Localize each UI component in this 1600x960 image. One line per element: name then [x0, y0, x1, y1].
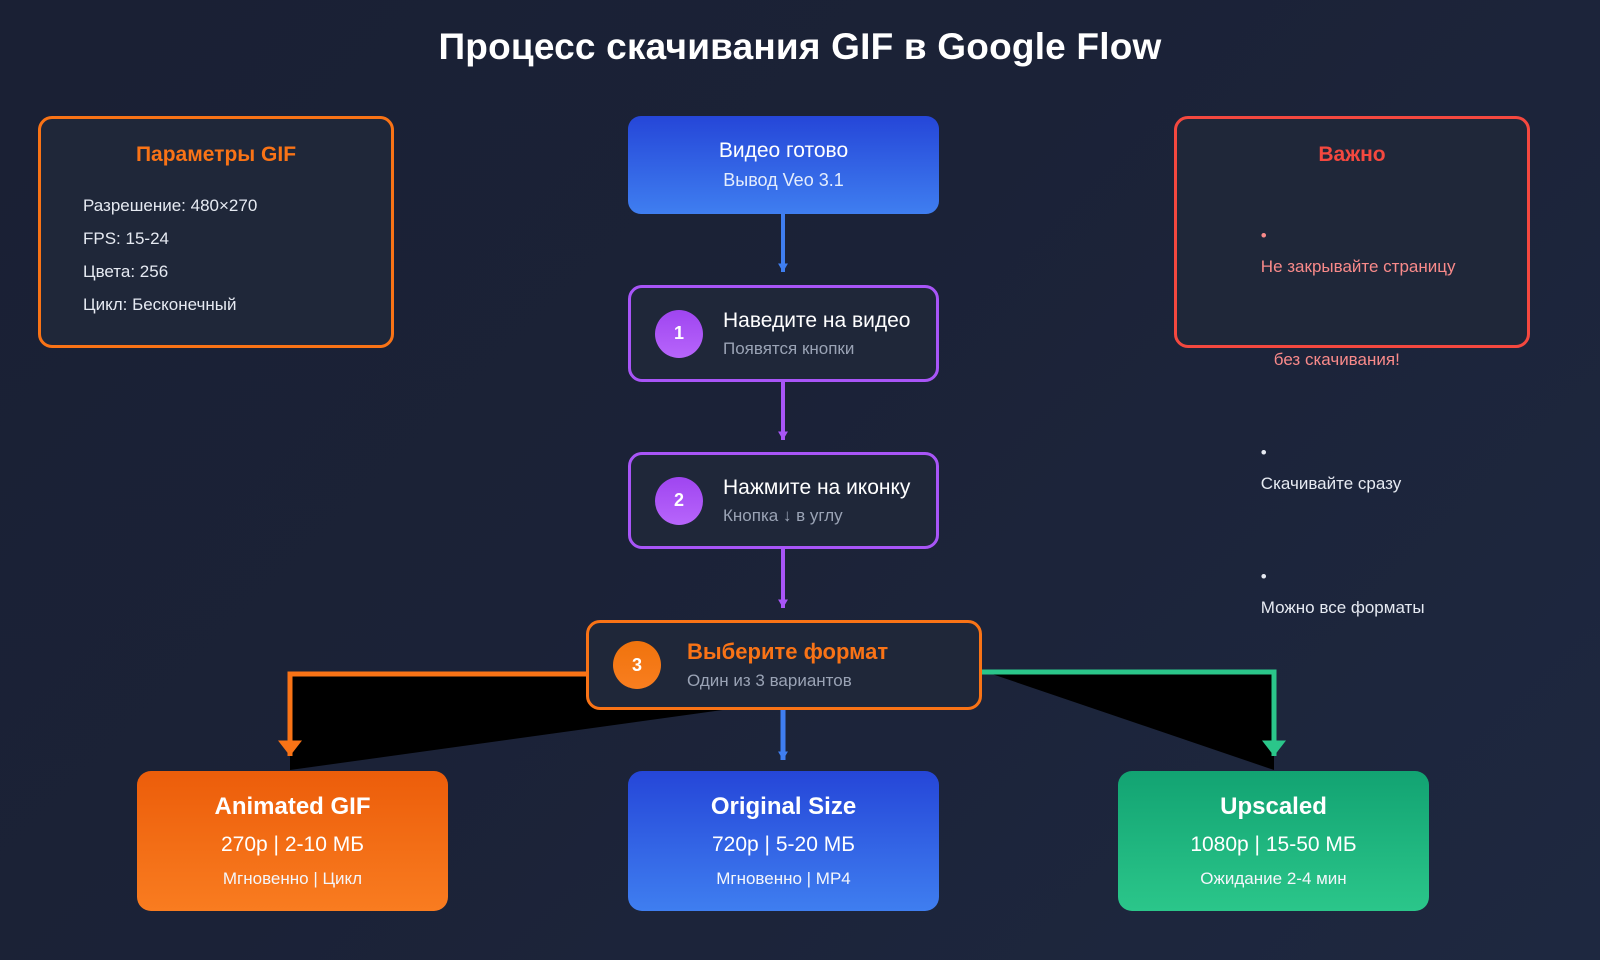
important-warning-list: • Не закрывайте страницу без скачивания!… — [1223, 189, 1527, 654]
step-2-click-icon[interactable]: 2 Нажмите на иконку Кнопка ↓ в углу — [628, 452, 939, 549]
step-3-text: Выберите формат Один из 3 вариантов — [687, 639, 888, 691]
result-original-size-title: Original Size — [710, 793, 857, 820]
warning-bullet-2: • Скачивайте сразу — [1223, 406, 1527, 530]
warning-bullet-1: • Не закрывайте страницу — [1223, 189, 1527, 313]
bullet-marker: • — [1260, 443, 1267, 462]
warning-bullet-1-continued: без скачивания! — [1223, 313, 1527, 406]
bullet-marker: • — [1260, 226, 1267, 245]
connector-step3-to-upscaled — [982, 669, 1286, 756]
gif-parameter-loop: Цикл: Бесконечный — [83, 295, 237, 314]
result-animated-gif-title: Animated GIF — [214, 793, 371, 820]
step-2-number: 2 — [655, 476, 703, 525]
step-3-choose-format[interactable]: 3 Выберите формат Один из 3 вариантов — [586, 620, 982, 710]
result-animated-gif-spec: 270p | 2-10 МБ — [221, 833, 364, 856]
result-card-original-size[interactable]: Original Size 720p | 5-20 МБ Мгновенно |… — [628, 771, 939, 911]
gif-parameters-panel: Параметры GIF Разрешение: 480×270 FPS: 1… — [38, 116, 394, 348]
gif-parameters-list: Разрешение: 480×270 FPS: 15-24 Цвета: 25… — [83, 189, 391, 321]
result-original-size-meta: Мгновенно | MP4 — [716, 869, 851, 888]
right-elbow-fill — [986, 672, 1274, 770]
result-card-animated-gif[interactable]: Animated GIF 270p | 2-10 МБ Мгновенно | … — [137, 771, 448, 911]
result-upscaled-title: Upscaled — [1220, 793, 1327, 820]
gif-parameter-fps: FPS: 15-24 — [83, 229, 169, 248]
step-1-title: Наведите на видео — [723, 308, 911, 332]
warning-bullet-1-continued-text: без скачивания! — [1273, 350, 1400, 369]
warning-bullet-3-text: Можно все форматы — [1260, 598, 1425, 617]
result-animated-gif-meta: Мгновенно | Цикл — [222, 869, 363, 888]
page-title: Процесс скачивания GIF в Google Flow — [438, 26, 1162, 67]
gif-parameter-colors: Цвета: 256 — [83, 262, 169, 281]
step-2-subtitle: Кнопка ↓ в углу — [723, 505, 843, 525]
node-video-ready-title: Видео готово — [718, 139, 849, 162]
step-1-text: Наведите на видео Появятся кнопки — [723, 309, 910, 359]
step-3-title: Выберите формат — [687, 639, 889, 664]
result-card-upscaled[interactable]: Upscaled 1080p | 15-50 МБ Ожидание 2-4 м… — [1118, 771, 1429, 911]
warning-bullet-2-text: Скачивайте сразу — [1260, 474, 1402, 493]
result-upscaled-meta: Ожидание 2-4 мин — [1200, 869, 1347, 888]
result-upscaled-spec: 1080p | 15-50 МБ — [1190, 833, 1357, 856]
node-video-ready[interactable]: Видео готово Вывод Veo 3.1 — [628, 116, 939, 214]
node-video-ready-subtitle: Вывод Veo 3.1 — [723, 170, 844, 190]
step-1-number: 1 — [655, 309, 703, 358]
step-3-number: 3 — [613, 641, 661, 689]
connector-step3-to-gif — [278, 671, 586, 756]
important-warning-title: Важно — [1318, 143, 1386, 166]
gif-parameters-title: Параметры GIF — [135, 143, 297, 166]
step-2-text: Нажмите на иконку Кнопка ↓ в углу — [723, 476, 910, 526]
gif-parameter-resolution: Разрешение: 480×270 — [83, 196, 258, 215]
important-warning-panel: Важно • Не закрывайте страницу без скачи… — [1174, 116, 1530, 617]
step-1-subtitle: Появятся кнопки — [723, 338, 855, 358]
step-1-hover-video[interactable]: 1 Наведите на видео Появятся кнопки — [628, 285, 939, 382]
warning-bullet-1-text: Не закрывайте страницу — [1260, 257, 1456, 276]
warning-bullet-3: • Можно все форматы — [1223, 530, 1527, 654]
bullet-marker: • — [1260, 567, 1267, 586]
step-3-subtitle: Один из 3 вариантов — [687, 671, 852, 690]
step-2-title: Нажмите на иконку — [723, 475, 911, 499]
result-original-size-spec: 720p | 5-20 МБ — [712, 833, 855, 856]
